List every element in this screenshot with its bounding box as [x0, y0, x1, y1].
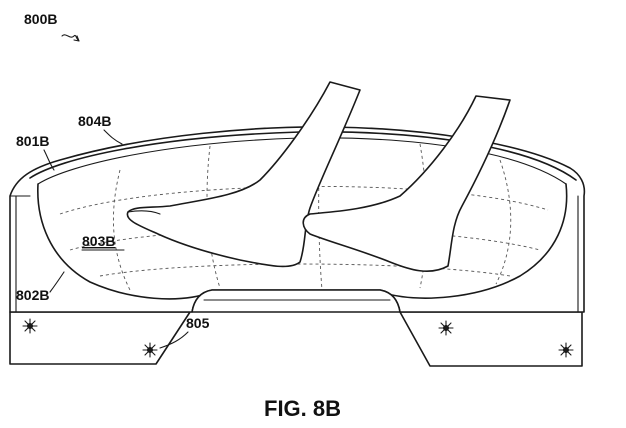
right-leg: [302, 95, 511, 273]
label-803b: 803B: [82, 233, 115, 249]
base-left: [9, 311, 191, 365]
label-802b: 802B: [16, 287, 49, 303]
left-leg: [126, 81, 361, 268]
leader-805: [159, 331, 189, 349]
sun-burst-icon: [142, 342, 158, 358]
leader-802b: [49, 271, 65, 293]
ref-label-800b: 800B: [24, 11, 57, 27]
figure-caption: FIG. 8B: [264, 396, 341, 421]
sun-burst-icon: [22, 318, 38, 334]
sun-burst-icon: [438, 320, 454, 336]
ref-arrow-800b: [61, 34, 79, 41]
label-805: 805: [186, 315, 210, 331]
sun-burst-icon: [558, 342, 574, 358]
label-801b: 801B: [16, 133, 49, 149]
base-right: [399, 311, 583, 367]
center-platform: [191, 289, 401, 313]
ref-arrowhead-800b: [73, 35, 80, 42]
label-804b: 804B: [78, 113, 111, 129]
leader-804b: [103, 129, 123, 145]
leader-801b: [43, 149, 55, 171]
